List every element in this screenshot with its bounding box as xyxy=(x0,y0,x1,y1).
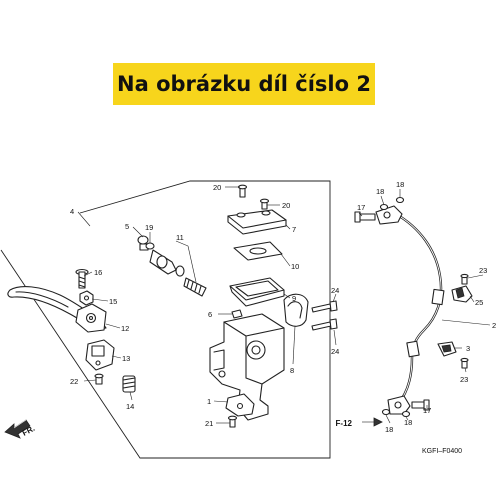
hose-clip xyxy=(437,341,469,369)
reference-arrow xyxy=(362,417,383,427)
reservoir-diaphragm xyxy=(229,277,285,307)
label-24a: 24 xyxy=(331,286,339,295)
label-24b: 24 xyxy=(331,347,339,356)
label-11: 11 xyxy=(176,233,184,242)
cap-screws xyxy=(237,184,270,210)
label-4: 4 xyxy=(70,207,74,216)
title-text: Na obrázku díl číslo 2 xyxy=(117,72,371,96)
pivot-bolt xyxy=(75,268,89,289)
label-2: 2 xyxy=(492,321,496,330)
label-5: 5 xyxy=(125,222,129,231)
front-direction-arrow xyxy=(4,419,31,439)
label-18b: 18 xyxy=(396,180,404,189)
label-21: 21 xyxy=(205,419,213,428)
label-16: 16 xyxy=(94,268,102,277)
part-labels: 4 5 19 11 20 20 7 10 9 6 16 15 12 13 22 … xyxy=(21,180,496,455)
label-23a: 23 xyxy=(479,266,487,275)
label-9: 9 xyxy=(292,294,296,303)
reference-label: F-12 xyxy=(336,419,353,428)
label-17a: 17 xyxy=(357,203,365,212)
pivot-nut xyxy=(79,290,94,306)
lever-bracket xyxy=(75,303,107,333)
label-6: 6 xyxy=(208,310,212,319)
label-20a: 20 xyxy=(213,183,221,192)
upper-washers xyxy=(379,196,405,211)
hose-clamp xyxy=(451,273,473,303)
leader-lines xyxy=(77,186,491,424)
handlebar-holder xyxy=(283,293,309,327)
label-17b: 17 xyxy=(423,406,431,415)
diagram-code: KGFI–F0400 xyxy=(422,448,462,455)
reservoir-plate xyxy=(233,241,283,261)
label-10: 10 xyxy=(291,262,299,271)
label-19: 19 xyxy=(145,223,153,232)
label-22: 22 xyxy=(70,377,78,386)
small-seal xyxy=(231,309,243,319)
label-20b: 20 xyxy=(282,201,290,210)
holder-bolts xyxy=(311,300,338,331)
label-8: 8 xyxy=(290,366,294,375)
label-7: 7 xyxy=(292,225,296,234)
lever-spring xyxy=(122,375,136,393)
label-1: 1 xyxy=(207,397,211,406)
lower-banjo xyxy=(381,395,430,418)
label-14: 14 xyxy=(126,402,134,411)
label-15: 15 xyxy=(109,297,117,306)
label-12: 12 xyxy=(121,324,129,333)
bracket-screw xyxy=(227,415,238,428)
label-18a: 18 xyxy=(376,187,384,196)
master-cylinder-body xyxy=(209,313,285,421)
piston-set xyxy=(137,235,207,297)
label-3: 3 xyxy=(466,344,470,353)
reservoir-cap xyxy=(227,209,287,235)
label-13: 13 xyxy=(122,354,130,363)
title-banner: Na obrázku díl číslo 2 xyxy=(113,63,375,105)
label-18d: 18 xyxy=(404,418,412,427)
switch-screw xyxy=(94,373,104,385)
label-18c: 18 xyxy=(385,425,393,434)
label-25: 25 xyxy=(475,298,483,307)
mount-bracket xyxy=(225,393,255,417)
upper-banjo xyxy=(354,205,403,225)
brake-switch xyxy=(85,339,115,371)
brake-hose xyxy=(394,212,445,406)
assembly-frame xyxy=(0,180,331,459)
label-23b: 23 xyxy=(460,375,468,384)
